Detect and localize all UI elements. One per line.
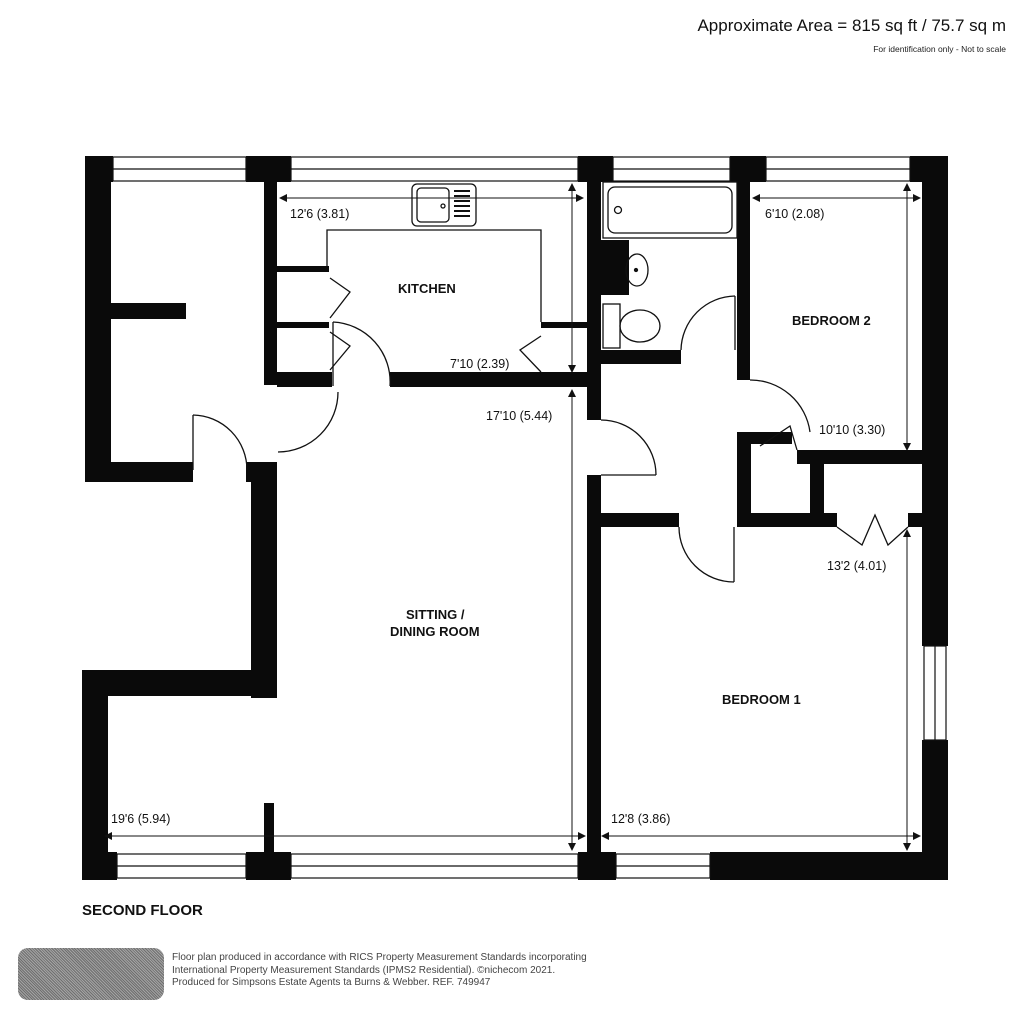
dim-bedroom2-width: 6'10 (2.08) bbox=[765, 207, 824, 221]
approximate-area: Approximate Area = 815 sq ft / 75.7 sq m bbox=[697, 16, 1006, 35]
room-label-bedroom-1: BEDROOM 1 bbox=[722, 692, 801, 707]
walls bbox=[82, 156, 948, 880]
dim-kitchen-width: 12'6 (3.81) bbox=[290, 207, 349, 221]
fixtures bbox=[326, 181, 738, 349]
dimension-lines bbox=[104, 183, 921, 851]
basin-icon bbox=[625, 253, 649, 287]
room-label-sitting-line1: SITTING / bbox=[406, 607, 465, 622]
toilet-icon bbox=[602, 303, 621, 349]
scale-disclaimer: For identification only - Not to scale bbox=[873, 44, 1006, 54]
dim-sitting-depth: 17'10 (5.44) bbox=[486, 409, 552, 423]
credits-line-2: International Property Measurement Stand… bbox=[172, 964, 556, 976]
company-logo bbox=[18, 948, 164, 1000]
room-label-kitchen: KITCHEN bbox=[398, 281, 456, 296]
dim-sitting-width: 19'6 (5.94) bbox=[111, 812, 170, 826]
dim-kitchen-depth: 7'10 (2.39) bbox=[450, 357, 509, 371]
room-label-bedroom-2: BEDROOM 2 bbox=[792, 313, 871, 328]
dim-bedroom1-depth: 13'2 (4.01) bbox=[827, 559, 886, 573]
dim-bedroom2-depth: 10'10 (3.30) bbox=[819, 423, 885, 437]
sink-icon bbox=[411, 183, 477, 227]
floor-label: SECOND FLOOR bbox=[82, 902, 203, 919]
credits-line-1: Floor plan produced in accordance with R… bbox=[172, 952, 587, 963]
credits-line-3: Produced for Simpsons Estate Agents ta B… bbox=[172, 977, 491, 988]
doors bbox=[192, 277, 909, 583]
room-label-sitting-line2: DINING ROOM bbox=[390, 624, 480, 639]
windows bbox=[112, 156, 947, 879]
dim-bedroom1-width: 12'8 (3.86) bbox=[611, 812, 670, 826]
credits: Floor plan produced in accordance with R… bbox=[172, 952, 587, 990]
bath-icon bbox=[602, 181, 738, 239]
